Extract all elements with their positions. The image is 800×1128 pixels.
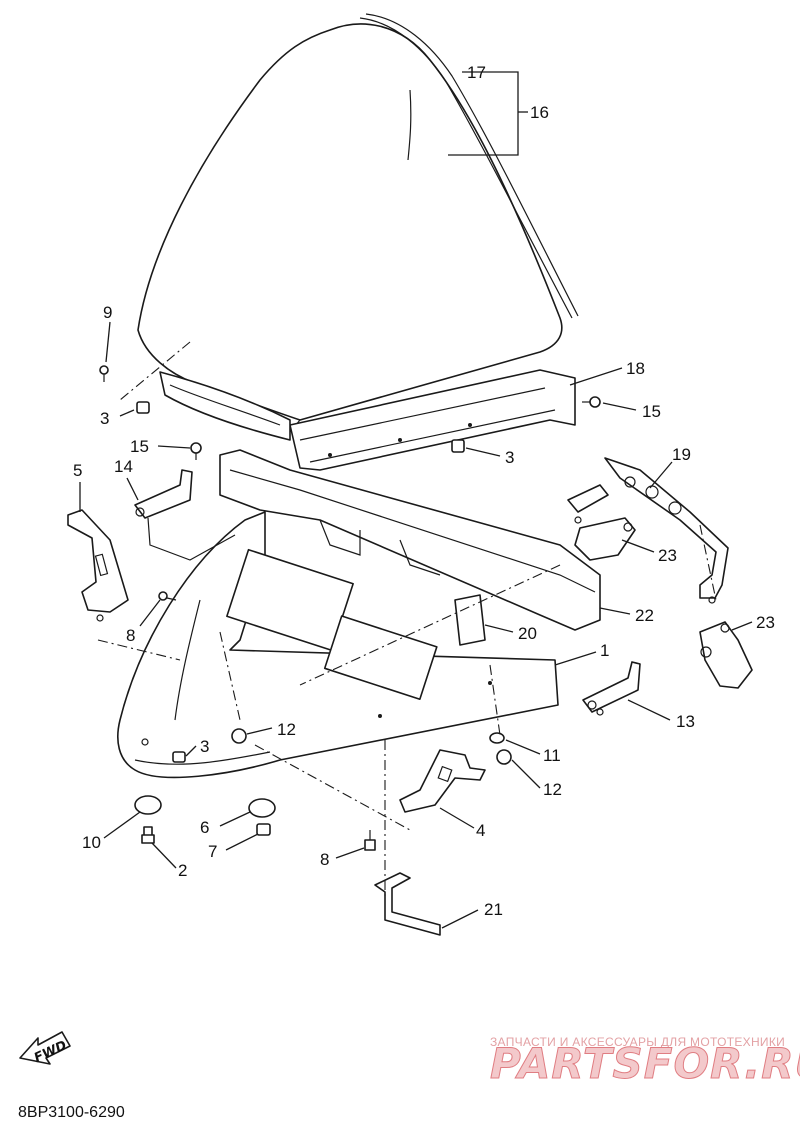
- callout-22: 22: [635, 606, 654, 625]
- bracket-13: [582, 661, 641, 713]
- windshield: [137, 13, 579, 433]
- bracket-23-lower: [699, 621, 753, 689]
- callout-17: 17: [467, 63, 486, 82]
- bracket-23-upper: [574, 517, 636, 561]
- fwd-arrow-icon: FWD: [19, 1031, 71, 1066]
- bracket-14: [134, 469, 236, 561]
- callout-3-center: 3: [505, 448, 514, 467]
- windshield-mount-bracket: [289, 369, 576, 471]
- stay-21: [374, 872, 441, 936]
- bracket-4: [399, 749, 486, 813]
- bracket-19: [567, 457, 729, 599]
- callout-21: 21: [484, 900, 503, 919]
- callout-numbers: 17 16 9 3 18 15 15 3 5 14 19 23 8 22 20 …: [73, 63, 775, 919]
- callout-18: 18: [626, 359, 645, 378]
- callout-3-upper: 3: [100, 409, 109, 428]
- leader-lines: [79, 71, 753, 929]
- inner-fairing: [117, 511, 559, 779]
- callout-10: 10: [82, 833, 101, 852]
- watermark-brand: PARTSFOR.RU: [490, 1039, 800, 1088]
- callout-6: 6: [200, 818, 209, 837]
- stay-frame: [219, 449, 601, 631]
- callout-1: 1: [600, 641, 609, 660]
- callout-3-lower: 3: [200, 737, 209, 756]
- callout-4: 4: [476, 821, 485, 840]
- callout-15-left: 15: [130, 437, 149, 456]
- callout-15-right: 15: [642, 402, 661, 421]
- callout-12-upper: 12: [277, 720, 296, 739]
- stay-left: [67, 509, 129, 613]
- callout-23-upper: 23: [658, 546, 677, 565]
- hardware: [96, 365, 716, 851]
- callout-5: 5: [73, 461, 82, 480]
- callout-20: 20: [518, 624, 537, 643]
- callout-2: 2: [178, 861, 187, 880]
- callout-16: 16: [530, 103, 549, 122]
- callout-8-upper: 8: [126, 626, 135, 645]
- callout-19: 19: [672, 445, 691, 464]
- duct: [454, 594, 486, 646]
- alignment-lines: [97, 341, 717, 900]
- callout-7: 7: [208, 842, 217, 861]
- fairing-upper-edge: [159, 371, 291, 441]
- watermark-tagline: ЗАПЧАСТИ И АКСЕССУАРЫ ДЛЯ МОТОТЕХНИКИ: [490, 1035, 785, 1049]
- callout-14: 14: [114, 457, 133, 476]
- callout-23-lower: 23: [756, 613, 775, 632]
- callout-12-lower: 12: [543, 780, 562, 799]
- callout-8-lower: 8: [320, 850, 329, 869]
- callout-13: 13: [676, 712, 695, 731]
- callout-11: 11: [543, 746, 561, 765]
- callout-9: 9: [103, 303, 112, 322]
- watermark: ЗАПЧАСТИ И АКСЕССУАРЫ ДЛЯ МОТОТЕХНИКИ PA…: [490, 1035, 800, 1089]
- diagram-code: 8BP3100-6290: [18, 1104, 125, 1121]
